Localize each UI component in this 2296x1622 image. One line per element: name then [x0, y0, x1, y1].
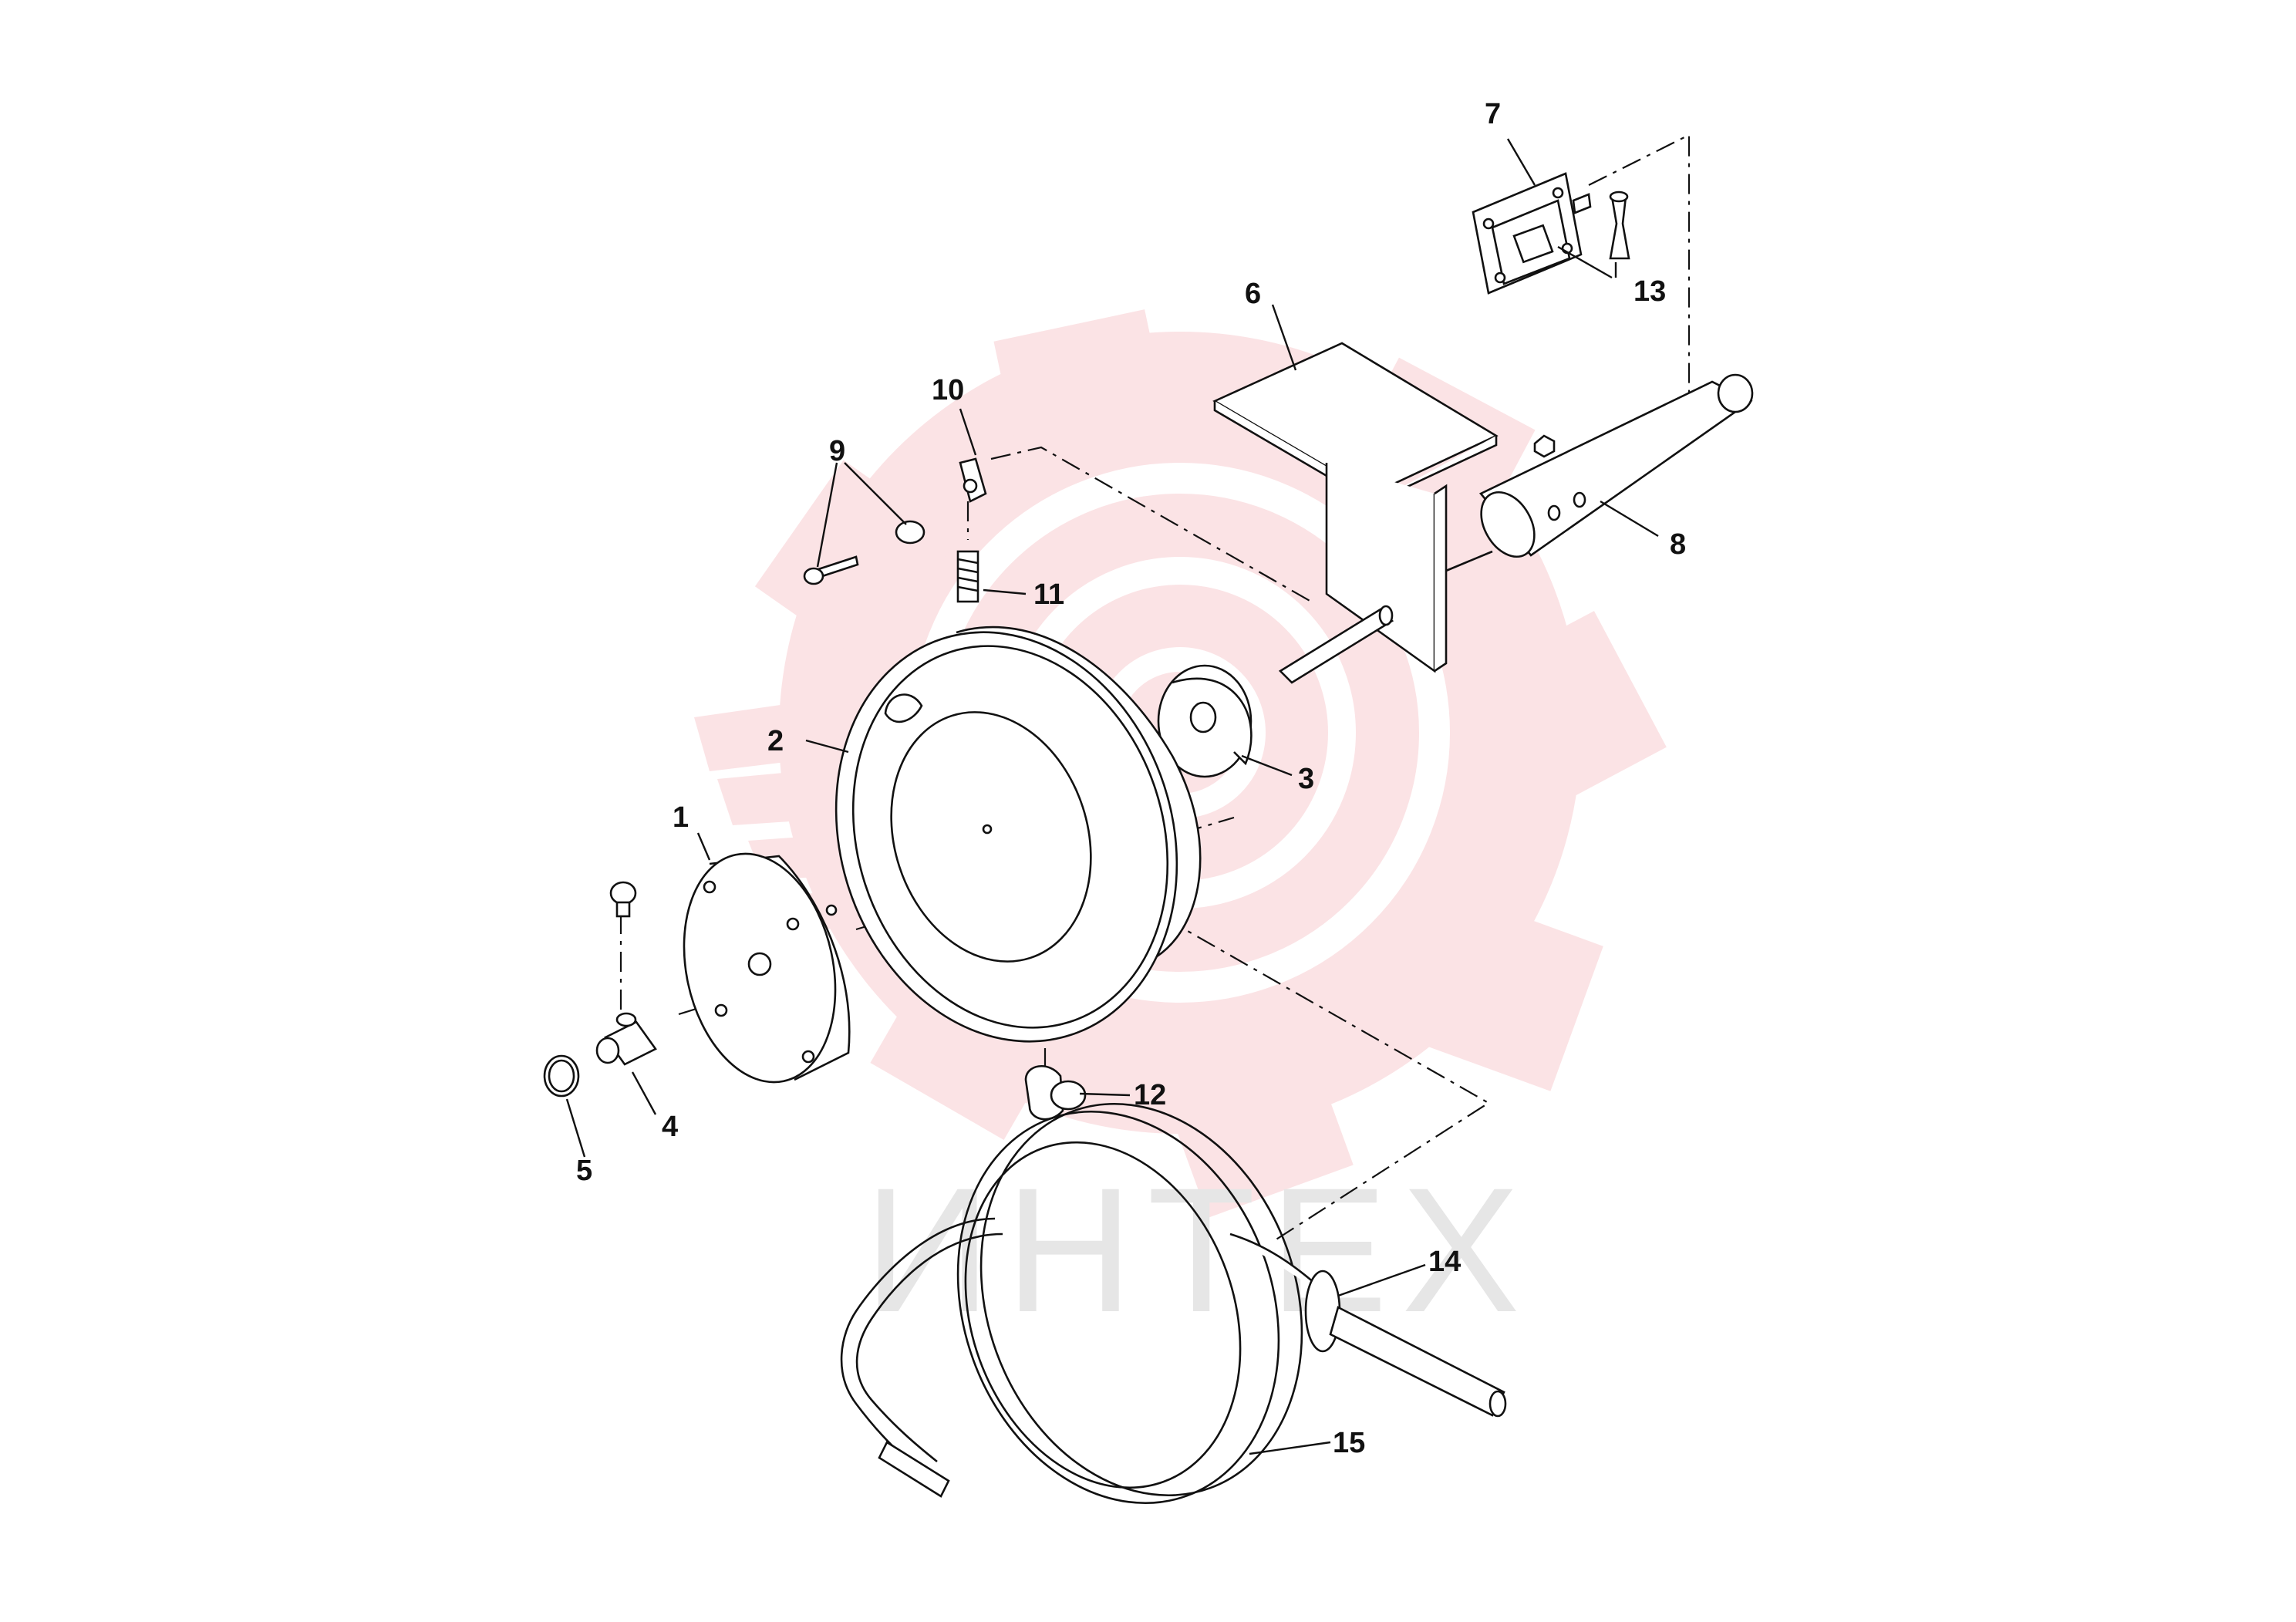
part-13-pin — [1609, 191, 1630, 260]
callout-6: 6 — [1245, 278, 1261, 310]
callout-3: 3 — [1298, 763, 1314, 795]
callout-10: 10 — [932, 374, 964, 406]
callout-8: 8 — [1670, 528, 1686, 561]
part-5-o-ring — [543, 1054, 580, 1098]
part-10-latch — [959, 457, 987, 503]
callout-9: 9 — [829, 435, 845, 467]
callout-2: 2 — [767, 725, 784, 757]
watermark-text: ИНТЕХ — [864, 1151, 1534, 1349]
part-1-end-cap — [683, 852, 851, 1084]
part-8-mounting-arm — [1478, 373, 1754, 558]
part-14-hose-stop — [1304, 1270, 1507, 1418]
callout-5: 5 — [576, 1155, 592, 1187]
callout-14: 14 — [1428, 1246, 1461, 1278]
callout-15: 15 — [1333, 1427, 1365, 1459]
part-12-clamp — [1024, 1064, 1087, 1121]
part-2-reel-drum — [834, 626, 1202, 1043]
fitting-elbow — [609, 881, 637, 918]
part-3-nut — [1157, 664, 1253, 778]
part-11-spring — [956, 550, 979, 603]
part-7-bracket-plate — [1472, 172, 1592, 295]
callout-12: 12 — [1134, 1079, 1166, 1111]
callouts: 1 2 3 4 5 6 7 8 9 10 11 12 13 14 15 — [576, 98, 1686, 1459]
callout-1: 1 — [673, 801, 689, 834]
callout-7: 7 — [1485, 98, 1501, 130]
callout-13: 13 — [1633, 275, 1666, 308]
callout-11: 11 — [1033, 578, 1064, 611]
part-9-bolt-and-spacer — [803, 520, 925, 585]
part-4-swivel-tee — [595, 1012, 657, 1066]
callout-4: 4 — [662, 1111, 678, 1143]
leader-lines — [565, 138, 1659, 1455]
shaft — [1278, 605, 1394, 684]
part-6-mounting-plate — [1212, 342, 1499, 673]
